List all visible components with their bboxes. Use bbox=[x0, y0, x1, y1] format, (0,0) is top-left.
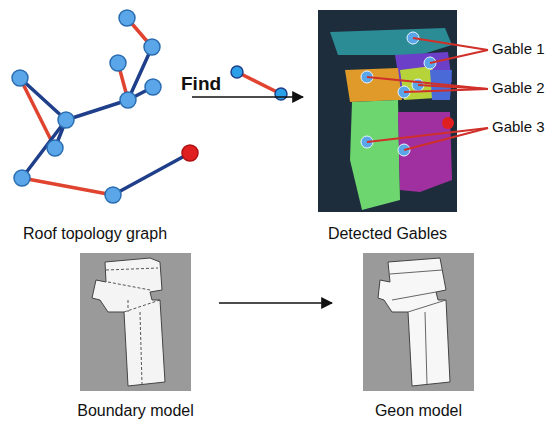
leader-lines bbox=[367, 38, 488, 150]
topology-graph bbox=[12, 10, 198, 203]
caption: Detected Gables bbox=[305, 225, 470, 243]
geon-model-render bbox=[363, 253, 474, 391]
gable-label: Gable 3 bbox=[491, 118, 546, 135]
arrow-connector bbox=[192, 96, 303, 98]
gable-pair-icon bbox=[231, 66, 287, 100]
caption: Geon model bbox=[340, 402, 497, 420]
image-panel: Boundary model bbox=[60, 250, 211, 422]
gable-label: Gable 1 bbox=[491, 40, 546, 57]
image-panel: Detected Gables bbox=[305, 8, 470, 245]
boundary-model-render bbox=[80, 253, 191, 391]
caption: Boundary model bbox=[60, 402, 211, 420]
caption: Roof topology graph bbox=[0, 225, 190, 243]
gable-label: Gable 2 bbox=[491, 79, 546, 96]
point-cloud bbox=[318, 10, 457, 212]
arrow-connector bbox=[219, 302, 332, 304]
step-label: Find bbox=[180, 73, 222, 95]
graph-panel: Roof topology graph bbox=[0, 5, 190, 245]
image-panel: Geon model bbox=[340, 250, 497, 422]
